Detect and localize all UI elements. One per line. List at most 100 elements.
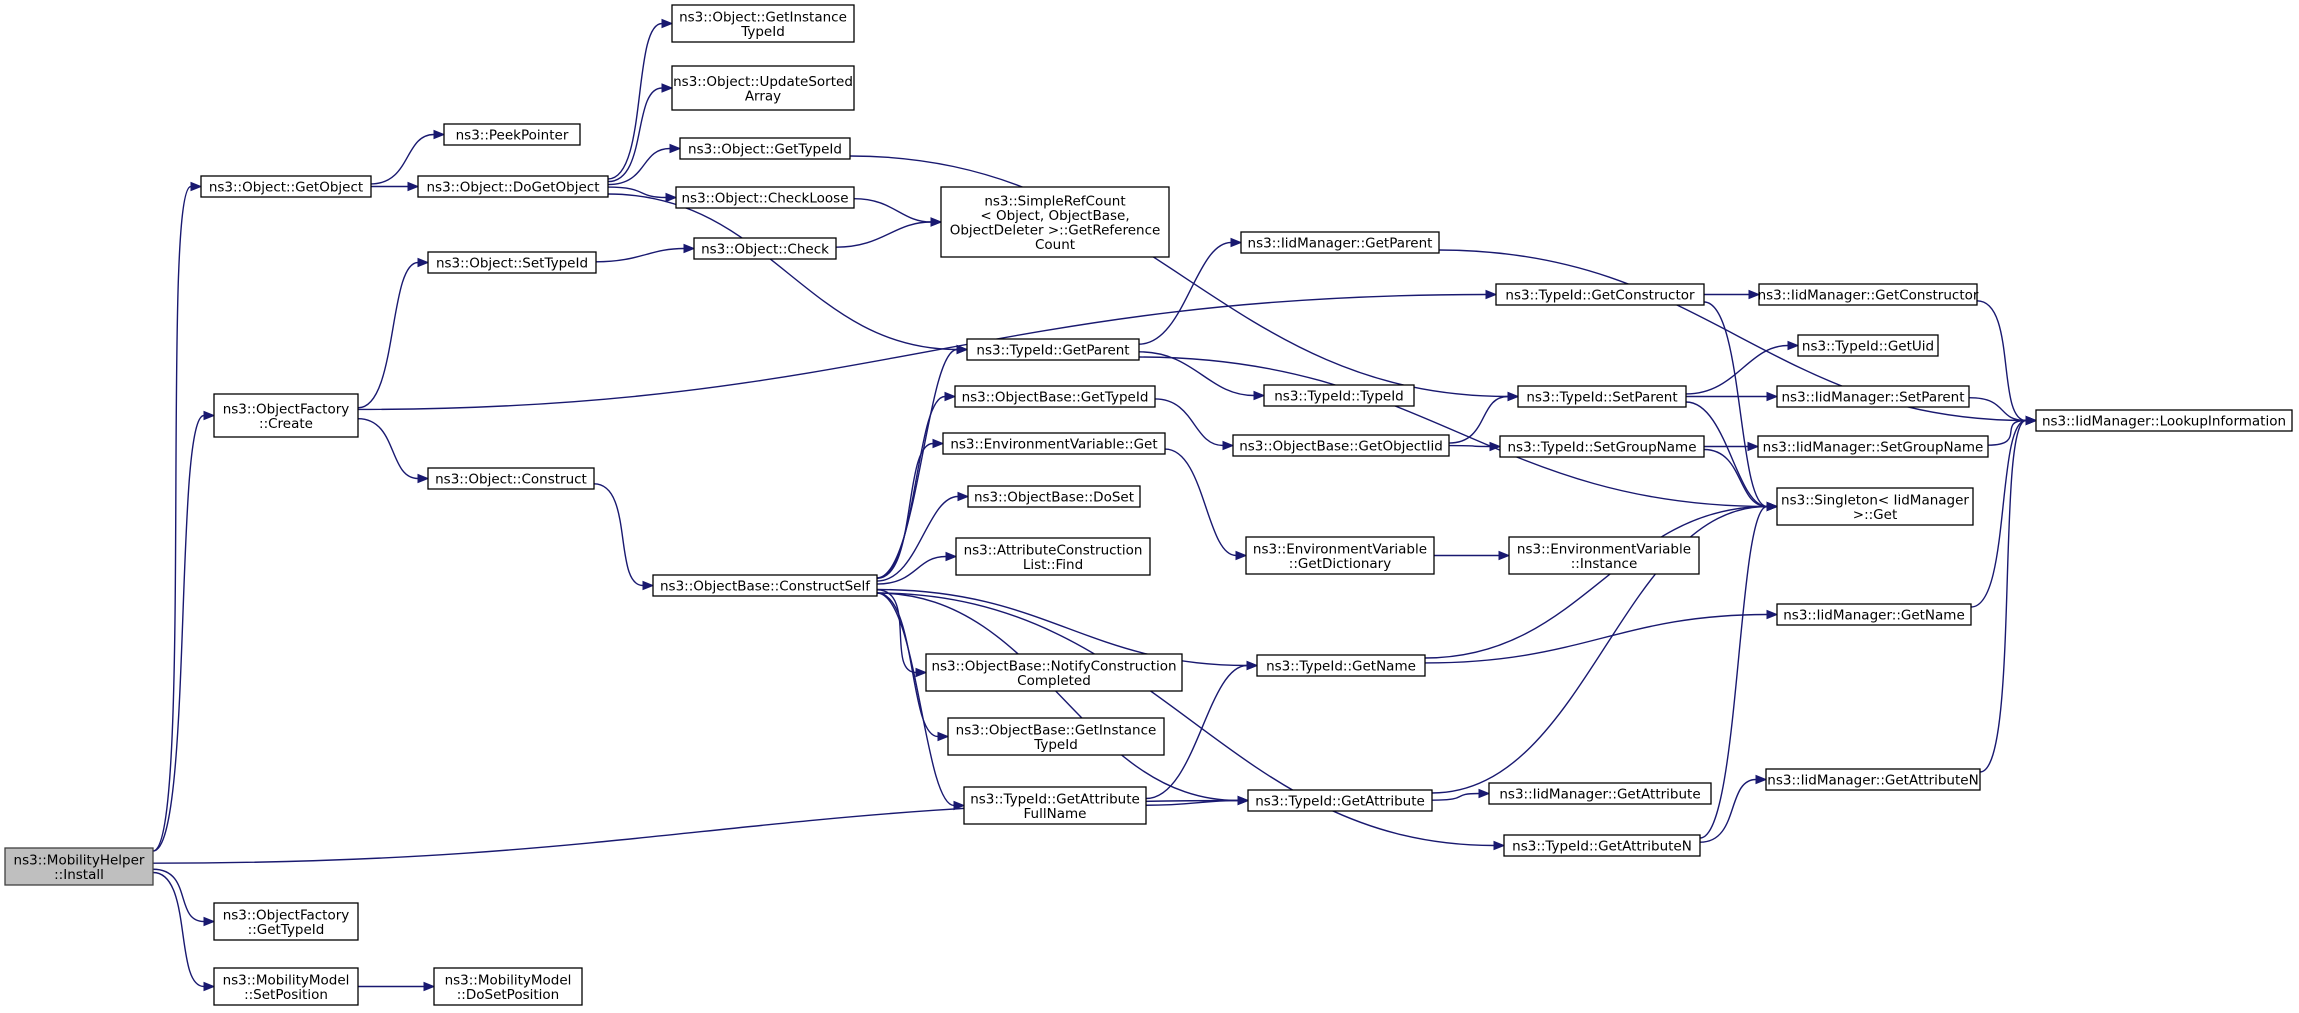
node-iid-setparent[interactable]: ns3::IidManager::SetParent <box>1776 385 1970 408</box>
node-of-create[interactable]: ns3::ObjectFactory::Create <box>213 393 359 438</box>
node-mm-dosetposition[interactable]: ns3::MobilityModel::DoSetPosition <box>433 967 583 1006</box>
edge-arrowhead <box>1498 550 1511 561</box>
edge-ob-constructself-to-ob-doset <box>876 495 959 582</box>
edge-iid-getattributen-to-iid-lookupinformation <box>1979 419 2027 773</box>
node-box <box>433 967 583 1006</box>
node-box <box>1232 434 1450 457</box>
node-iid-getconstructor[interactable]: ns3::IidManager::GetConstructor <box>1758 283 1979 306</box>
node-label: ns3::Object::GetObject <box>209 180 363 196</box>
edge-arrowhead <box>417 257 430 268</box>
node-simplerefcount[interactable]: ns3::SimpleRefCount< Object, ObjectBase,… <box>940 186 1170 258</box>
edge-ob-constructself-to-tid-getattributen <box>876 592 1495 847</box>
node-mm-setposition[interactable]: ns3::MobilityModel::SetPosition <box>213 967 359 1006</box>
node-obj-construct[interactable]: ns3::Object::Construct <box>427 467 595 490</box>
edge-arrowhead <box>642 580 655 591</box>
node-box <box>1758 283 1978 306</box>
node-obj-settypeid[interactable]: ns3::Object::SetTypeId <box>427 251 597 274</box>
node-tid-setgroupname[interactable]: ns3::TypeId::SetGroupName <box>1499 435 1705 458</box>
edge-obj-construct-to-ob-constructself <box>593 483 644 587</box>
node-obj-dogetobject[interactable]: ns3::Object::DoGetObject <box>417 175 609 198</box>
edge-iid-setgroupname-to-iid-lookupinformation <box>1987 419 2027 446</box>
node-label: ns3::ObjectBase::GetInstance <box>956 722 1157 738</box>
edge-arrowhead <box>1253 390 1266 401</box>
node-iid-getattribute[interactable]: ns3::IidManager::GetAttribute <box>1488 782 1712 805</box>
node-obj-checkloose[interactable]: ns3::Object::CheckLoose <box>675 186 855 209</box>
node-box <box>443 123 581 146</box>
node-box <box>1508 536 1700 575</box>
edge-arrowhead <box>1755 774 1768 785</box>
node-label: ns3::Object::GetInstance <box>679 9 847 25</box>
node-label: ns3::TypeId::GetParent <box>976 343 1129 359</box>
edge-tid-setparent-to-tid-getuid <box>1685 344 1789 395</box>
node-box <box>1757 435 1989 458</box>
node-box <box>1488 782 1712 805</box>
edge-mh-install-to-obj-getobject <box>152 185 192 852</box>
node-singleton-get[interactable]: ns3::Singleton< IidManager >::Get <box>1776 487 1974 526</box>
edge-arrowhead <box>2025 415 2038 426</box>
edge-arrowhead <box>1766 391 1779 402</box>
node-label: FullName <box>1024 806 1087 822</box>
edge-tid-getattributen-to-singleton-get <box>1699 505 1768 839</box>
node-label: ns3::Object::Construct <box>435 472 587 488</box>
node-env-instance[interactable]: ns3::EnvironmentVariable::Instance <box>1508 536 1700 575</box>
edge-arrowhead <box>1246 660 1259 671</box>
node-tid-setparent[interactable]: ns3::TypeId::SetParent <box>1517 385 1687 408</box>
node-tid-getattribute[interactable]: ns3::TypeId::GetAttribute <box>1247 789 1433 812</box>
edge-arrowhead <box>930 217 943 227</box>
node-label: ns3::IidManager::GetName <box>1783 608 1965 624</box>
edge-arrowhead <box>669 143 682 154</box>
node-tid-getattributen[interactable]: ns3::TypeId::GetAttributeN <box>1503 834 1701 857</box>
node-peekpointer[interactable]: ns3::PeekPointer <box>443 123 581 146</box>
edge-mh-install-to-of-gettypeid <box>152 868 205 923</box>
node-label: ns3::IidManager::SetParent <box>1782 390 1965 406</box>
node-tid-getuid[interactable]: ns3::TypeId::GetUid <box>1797 334 1939 357</box>
edge-arrowhead <box>953 800 966 811</box>
node-obj-check[interactable]: ns3::Object::Check <box>693 237 837 260</box>
edge-ob-getobjectiid-to-tid-setgroupname <box>1448 444 1491 448</box>
node-box <box>1240 231 1440 254</box>
edge-arrowhead <box>1235 550 1248 561</box>
edge-obj-dogetobject-to-tid-getparent <box>607 193 958 351</box>
edge-arrowhead <box>1787 340 1800 351</box>
edge-tid-getname-to-iid-getname <box>1424 613 1768 664</box>
node-box <box>679 137 851 160</box>
node-env-getdictionary[interactable]: ns3::EnvironmentVariable::GetDictionary <box>1245 536 1435 575</box>
edge-obj-dogetobject-to-obj-checkloose <box>607 186 667 199</box>
node-iid-setgroupname[interactable]: ns3::IidManager::SetGroupName <box>1757 435 1989 458</box>
node-ob-doset[interactable]: ns3::ObjectBase::DoSet <box>967 485 1141 508</box>
node-tid-getparent[interactable]: ns3::TypeId::GetParent <box>966 338 1140 361</box>
node-tid-typeid[interactable]: ns3::TypeId::TypeId <box>1263 384 1415 407</box>
node-ob-constructself[interactable]: ns3::ObjectBase::ConstructSelf <box>652 574 878 597</box>
node-iid-getname[interactable]: ns3::IidManager::GetName <box>1776 603 1972 626</box>
node-iid-getattributen[interactable]: ns3::IidManager::GetAttributeN <box>1765 768 1981 791</box>
node-label: ns3::Object::CheckLoose <box>681 191 848 207</box>
node-obj-getobject[interactable]: ns3::Object::GetObject <box>200 175 372 198</box>
node-ob-getobjectiid[interactable]: ns3::ObjectBase::GetObjectIid <box>1232 434 1450 457</box>
node-obj-gettypeid[interactable]: ns3::Object::GetTypeId <box>679 137 851 160</box>
edge-arrowhead <box>1766 501 1779 512</box>
node-ob-gettypeid[interactable]: ns3::ObjectBase::GetTypeId <box>954 385 1156 408</box>
edge-arrowhead <box>665 192 678 203</box>
node-mh-install[interactable]: ns3::MobilityHelper::Install <box>4 847 154 886</box>
node-iid-getparent[interactable]: ns3::IidManager::GetParent <box>1240 231 1440 254</box>
node-iid-lookupinformation[interactable]: ns3::IidManager::LookupInformation <box>2035 409 2293 432</box>
edge-arrowhead <box>956 344 969 355</box>
node-env-get[interactable]: ns3::EnvironmentVariable::Get <box>942 432 1166 455</box>
node-of-gettypeid[interactable]: ns3::ObjectFactory::GetTypeId <box>213 902 359 941</box>
node-label: ns3::IidManager::LookupInformation <box>2042 414 2286 430</box>
edge-tid-setgroupname-to-singleton-get <box>1703 448 1768 508</box>
node-tid-getconstructor[interactable]: ns3::TypeId::GetConstructor <box>1495 283 1705 306</box>
edge-of-create-to-tid-getconstructor <box>357 293 1487 411</box>
edge-tid-getattribute-to-iid-getattribute <box>1431 792 1480 801</box>
node-label: ns3::TypeId::GetConstructor <box>1505 288 1695 304</box>
edge-arrowhead <box>1478 788 1491 799</box>
edge-ob-constructself-to-tid-getattributefullname <box>876 592 955 807</box>
node-tid-getname[interactable]: ns3::TypeId::GetName <box>1256 654 1426 677</box>
edge-arrowhead <box>203 410 216 421</box>
node-ob-notify[interactable]: ns3::ObjectBase::NotifyConstructionCompl… <box>925 653 1183 692</box>
